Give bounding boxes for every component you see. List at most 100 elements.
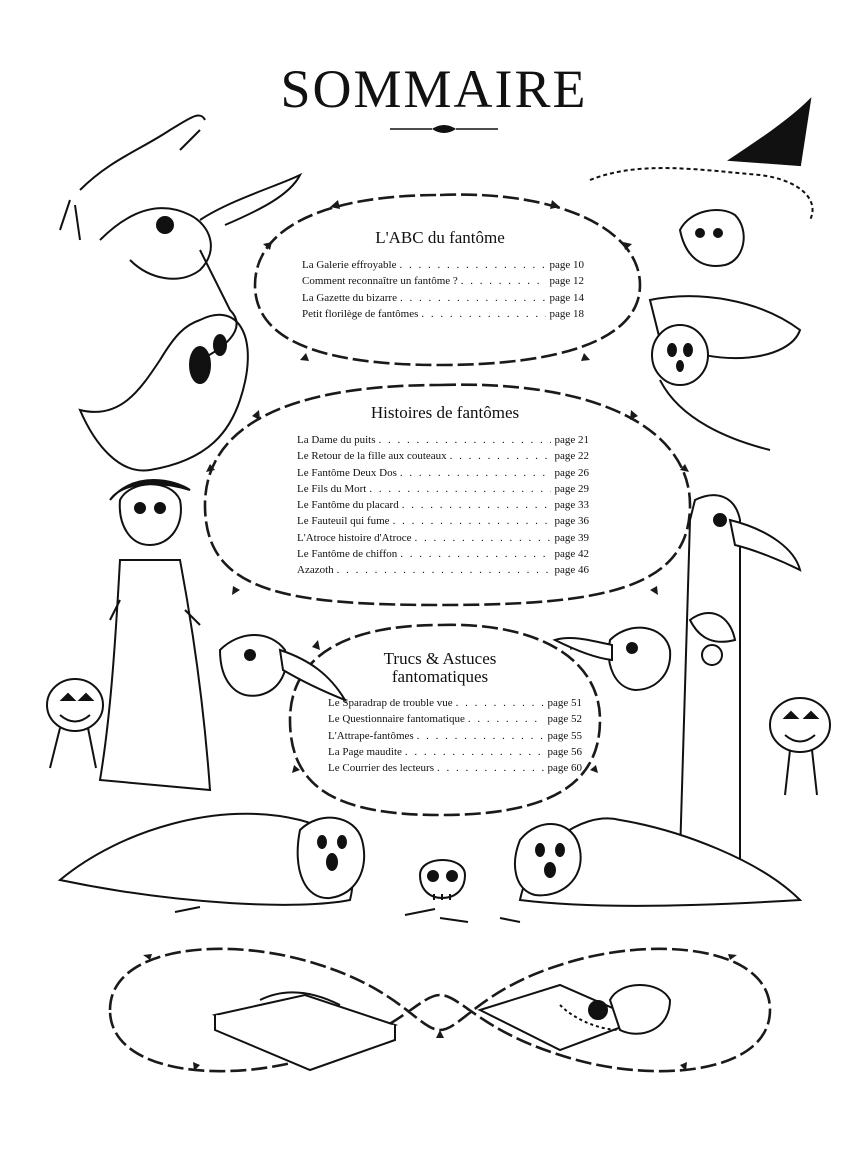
toc-entry-page: page 10	[549, 259, 584, 271]
toc-entry-title: Le Sparadrap de trouble vue	[328, 697, 453, 709]
leader-dots	[405, 746, 545, 758]
skull-icon	[418, 859, 467, 900]
leader-dots	[415, 532, 552, 544]
plague-bird-icon	[678, 494, 802, 867]
ghost-icon	[296, 816, 366, 900]
toc-entry[interactable]: La Galerie effroyable page 10	[302, 259, 584, 275]
vine-border-icon	[288, 623, 602, 817]
leader-dots	[400, 292, 547, 304]
ghost-icon	[651, 324, 771, 451]
toc-entry-page: page 46	[554, 564, 589, 577]
toc-entry-page: page 51	[547, 697, 582, 709]
toc-entry[interactable]: Petit florilège de fantômes page 18	[302, 308, 584, 324]
toc-entry-title: La Gazette du bizarre	[302, 291, 397, 304]
toc-entry-page: page 29	[554, 482, 589, 495]
cauldron-icon	[477, 983, 672, 1052]
toc-entry-page: page 22	[554, 450, 589, 463]
book-icon	[211, 991, 399, 1072]
ghost-icon	[514, 823, 582, 897]
leader-dots	[400, 467, 552, 479]
toc-entry[interactable]: La Gazette du bizarre page 14	[302, 292, 584, 308]
toc-entry-title: L'Atroce histoire d'Atroce	[297, 531, 412, 544]
section-heading-trucs: Trucs & Astuces fantomatiques	[340, 650, 540, 686]
leader-dots	[461, 275, 547, 287]
leader-dots	[337, 564, 552, 576]
toc-entry-title: Le Fils du Mort	[297, 482, 367, 495]
toc-entry-page: page 55	[547, 729, 582, 742]
toc-entry-page: page 14	[549, 291, 584, 304]
toc-entry-title: Le Fantôme du placard	[297, 499, 399, 512]
toc-entry[interactable]: La Dame du puits page 21	[297, 434, 589, 450]
ghost-icon	[78, 313, 249, 472]
leader-dots	[417, 730, 545, 742]
bone-icon	[174, 906, 521, 923]
toc-entry-page: page 42	[554, 548, 589, 561]
toc-entry[interactable]: L'Attrape-fantômes page 55	[328, 730, 582, 746]
toc-entry-title: Le Fantôme Deux Dos	[297, 466, 397, 479]
toc-entry-page: page 60	[547, 762, 582, 775]
toc-entry[interactable]: Le Fauteuil qui fume page 36	[297, 515, 589, 531]
toc-entry-title: Le Fantôme de chiffon	[297, 548, 398, 561]
toc-entry[interactable]: Le Fils du Mort page 29	[297, 483, 589, 499]
plague-bird-icon	[218, 634, 348, 703]
toc-entry-page: page 56	[547, 745, 582, 758]
toc-entry-page: page 12	[549, 275, 584, 288]
plague-bird-icon	[552, 626, 672, 692]
page-title: SOMMAIRE	[280, 59, 588, 119]
toc-entry-title: La Dame du puits	[297, 434, 376, 446]
toc-entry-title: L'Attrape-fantômes	[328, 729, 414, 742]
toc-entry[interactable]: Le Fantôme de chiffon page 42	[297, 548, 589, 564]
toc-entry[interactable]: Le Fantôme Deux Dos page 26	[297, 467, 589, 483]
vine-border-icon	[203, 383, 692, 607]
title-ornament-icon	[390, 125, 498, 133]
toc-entry-page: page 52	[547, 713, 582, 726]
leader-dots	[379, 434, 552, 446]
toc-entry-page: page 18	[549, 307, 584, 320]
leader-dots	[393, 515, 552, 527]
toc-entry-title: Comment reconnaître un fantôme ?	[302, 275, 458, 288]
section-heading-line: fantomatiques	[391, 667, 489, 686]
section-heading-abc: L'ABC du fantôme	[375, 228, 505, 247]
toc-list-abc: La Galerie effroyable page 10 Comment rec…	[302, 259, 584, 324]
toc-entry-title: Le Courrier des lecteurs	[328, 762, 434, 775]
toc-entry[interactable]: Le Courrier des lecteurs page 60	[328, 762, 582, 778]
toc-entry-title: La Galerie effroyable	[302, 259, 397, 271]
leader-dots	[450, 450, 552, 462]
section-heading-line: Trucs & Astuces	[383, 649, 497, 668]
toc-entry-title: Le Fauteuil qui fume	[297, 515, 390, 528]
leader-dots	[399, 259, 546, 271]
leader-dots	[437, 762, 545, 774]
toc-entry[interactable]: Azazoth page 46	[297, 564, 589, 580]
toc-entry[interactable]: Le Questionnaire fantomatique page 52	[328, 713, 582, 729]
toc-entry[interactable]: Le Fantôme du placard page 33	[297, 499, 589, 515]
section-heading-histoires: Histoires de fantômes	[370, 403, 520, 422]
toc-entry[interactable]: Comment reconnaître un fantôme ? page 12	[302, 275, 584, 291]
toc-entry-page: page 36	[554, 515, 589, 528]
leader-dots	[456, 697, 545, 709]
toc-entry[interactable]: La Page maudite page 56	[328, 746, 582, 762]
toc-entry-title: La Page maudite	[328, 745, 402, 758]
toc-entry-page: page 21	[554, 434, 589, 446]
leader-dots	[468, 713, 545, 725]
toc-entry-title: Petit florilège de fantômes	[302, 307, 419, 320]
pumpkin-icon	[46, 678, 104, 769]
leader-dots	[402, 499, 552, 511]
vine-border-icon	[108, 947, 772, 1073]
witch-icon	[589, 97, 814, 360]
toc-entry-title: Azazoth	[297, 564, 334, 577]
toc-entry[interactable]: Le Retour de la fille aux couteaux page 2…	[297, 450, 589, 466]
toc-entry-page: page 33	[554, 499, 589, 512]
leader-dots	[400, 548, 551, 560]
toc-entry-page: page 26	[554, 466, 589, 479]
leader-dots	[369, 483, 551, 495]
toc-entry-page: page 39	[554, 531, 589, 544]
toc-entry-title: Le Retour de la fille aux couteaux	[297, 450, 447, 463]
pumpkin-icon	[769, 697, 831, 796]
toc-list-histoires: La Dame du puits page 21 Le Retour de la …	[297, 434, 589, 581]
toc-entry[interactable]: Le Sparadrap de trouble vue page 51	[328, 697, 582, 713]
toc-entry[interactable]: L'Atroce histoire d'Atroce page 39	[297, 532, 589, 548]
toc-entry-title: Le Questionnaire fantomatique	[328, 713, 465, 726]
toc-list-trucs: Le Sparadrap de trouble vue page 51 Le Qu…	[328, 697, 582, 778]
leader-dots	[421, 308, 546, 320]
